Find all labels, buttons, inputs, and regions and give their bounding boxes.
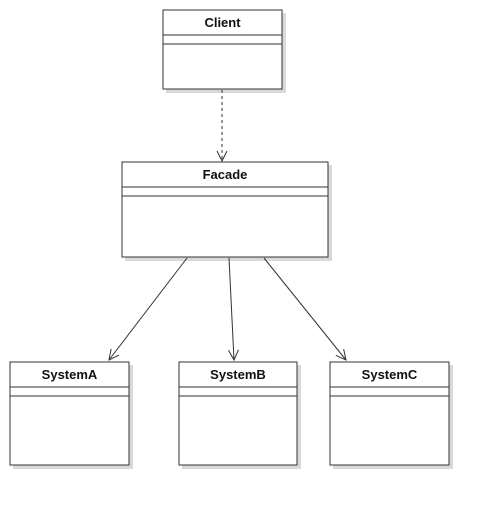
class-system-b-name: SystemB bbox=[210, 367, 266, 382]
class-system-a-name: SystemA bbox=[42, 367, 98, 382]
class-system-b-box bbox=[178, 361, 298, 466]
class-client-box bbox=[162, 9, 283, 90]
class-client-name: Client bbox=[204, 15, 241, 30]
class-facade-name: Facade bbox=[203, 167, 248, 182]
class-system-c[interactable]: SystemC bbox=[329, 361, 453, 469]
association-facade-system-b bbox=[229, 257, 234, 360]
class-facade[interactable]: Facade bbox=[121, 161, 332, 261]
class-system-b[interactable]: SystemB bbox=[178, 361, 301, 469]
class-facade-box bbox=[121, 161, 329, 258]
class-system-c-name: SystemC bbox=[362, 367, 418, 382]
class-system-c-box bbox=[329, 361, 450, 466]
class-system-a[interactable]: SystemA bbox=[9, 361, 133, 469]
association-facade-system-a bbox=[109, 257, 188, 360]
class-client[interactable]: Client bbox=[162, 9, 286, 93]
association-facade-system-c bbox=[263, 257, 346, 360]
class-system-a-box bbox=[9, 361, 130, 466]
